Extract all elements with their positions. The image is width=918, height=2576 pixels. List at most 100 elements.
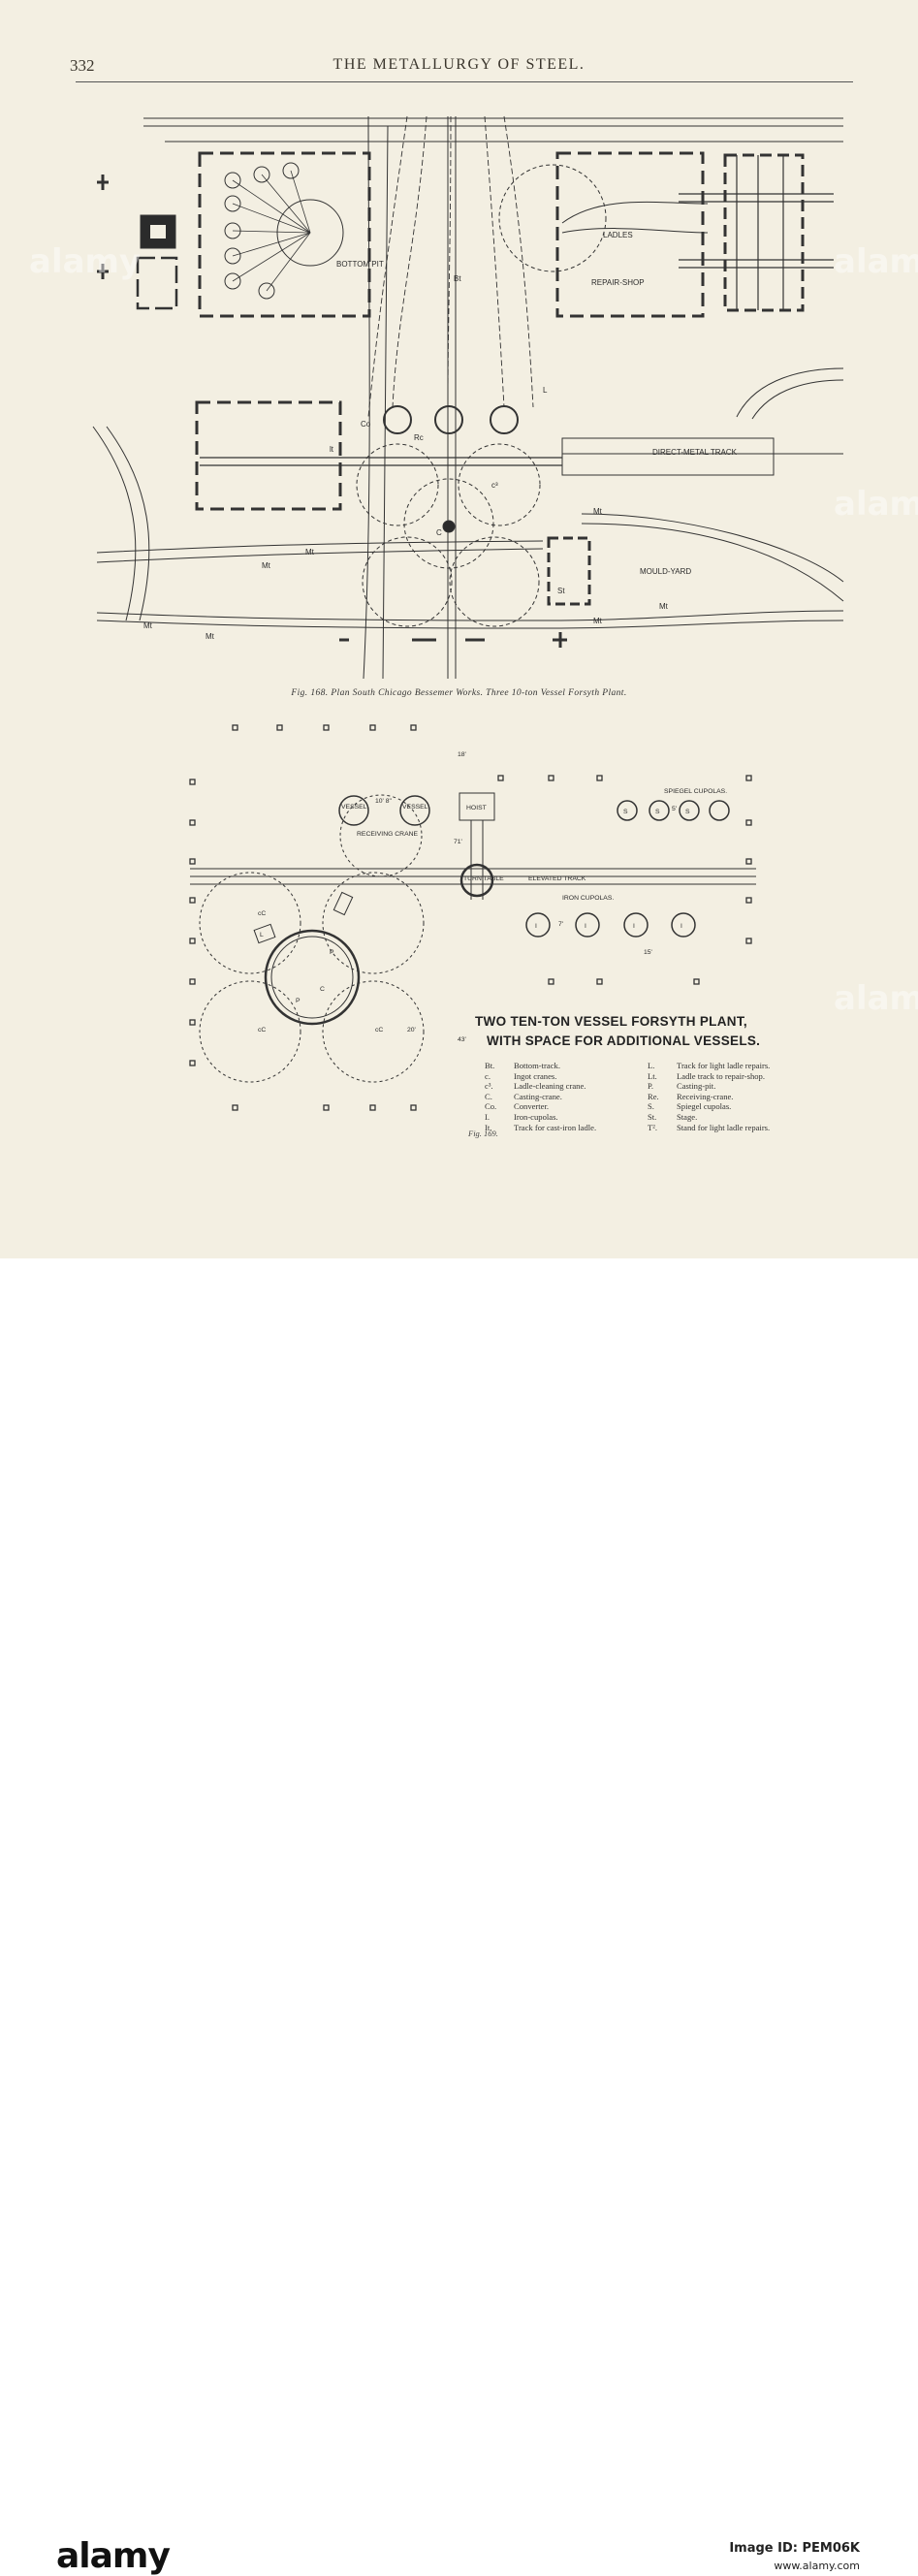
watermark-right-top: alamy [834,242,918,281]
engineering-drawing: BOTTOM PIT LADLES REPAIR-SHOP DIRECT-MET… [92,115,844,1111]
label-bottom-pit: BOTTOM PIT [336,260,384,269]
watermark-left-top: alamy [29,242,142,281]
label-l: L [260,932,264,938]
label-dim-5: 5' [672,806,677,812]
legend-abbr: Lt. [648,1070,657,1081]
legend-item: c. Ingot cranes. [485,1071,596,1082]
label-ladles: LADLES [603,231,633,239]
legend-abbr: It. [485,1122,492,1132]
label-mould-yard: MOULD-YARD [640,567,691,576]
label-dim-71: 71' [454,839,462,845]
label-mt-4: Mt [206,632,215,641]
fig169-plan [189,724,756,1111]
legend-text: Ingot cranes. [514,1070,557,1081]
legend-abbr: c³. [485,1081,493,1092]
legend-text: Spiegel cupolas. [677,1101,732,1112]
label-i-1: I [535,923,537,930]
legend-item: Bt. Bottom-track. [485,1061,596,1071]
label-c-cap: C [436,528,442,537]
label-hoist: HOIST [466,805,487,811]
label-mt-7: Mt [659,602,669,611]
legend-abbr: St. [648,1111,657,1122]
fig168-plan [92,115,844,680]
label-p-1: P [330,949,334,956]
legend-abbr: I. [485,1111,491,1122]
label-dim-7: 7' [558,921,563,928]
header-rule [76,81,853,82]
label-dim-43: 43' [458,1036,466,1043]
legend-left-column: Bt. Bottom-track. c. Ingot cranes. c³. Ladle-… [485,1061,596,1132]
legend-item: Re. Receiving-crane. [648,1092,770,1102]
legend-item: C.Casting-crane. [485,1092,596,1102]
scanned-page: 332 THE METALLURGY OF STEEL. [0,0,918,1258]
legend-abbr: P. [648,1081,653,1092]
label-dim-18: 18' [458,751,466,758]
legend-item: Lt. Ladle track to repair-shop. [648,1071,770,1082]
legend-item: Co. Converter. [485,1101,596,1112]
stock-footer: alamy Image ID: PEM06K www.alamy.com [0,1258,918,2576]
legend-text: Iron-cupolas. [514,1111,558,1122]
fig169-title: TWO TEN-TON VESSEL FORSYTH PLANT, WITH S… [475,1012,760,1051]
legend-text: Casting-pit. [677,1081,716,1092]
fig169-title-line2: WITH SPACE FOR ADDITIONAL VESSELS. [487,1034,761,1048]
footer-url: www.alamy.com [774,2560,860,2572]
legend-item: L.Track for light ladle repairs. [648,1061,770,1071]
label-spiegel-cupolas: SPIEGEL CUPOLAS. [664,788,727,795]
page-number: 332 [70,56,95,75]
legend-item: I. Iron-cupolas. [485,1112,596,1123]
label-mt-1: Mt [262,561,271,570]
alamy-logo: alamy [56,2536,171,2576]
label-vessel-spacing: 10' 8" [375,798,393,805]
legend-text: Stage. [677,1111,698,1122]
legend-text: Ladle track to repair-shop. [677,1070,765,1081]
legend-abbr: T². [648,1122,657,1132]
legend-item: It.Track for cast-iron ladle. [485,1123,596,1133]
label-vessel-2: VESSEL [402,804,428,811]
label-i-4: I [681,923,682,930]
label-receiving-crane: RECEIVING CRANE [357,831,419,838]
label-cc-2: cC [258,1027,266,1034]
label-co: Co [361,420,371,429]
watermark-right-middle: alamy [834,485,918,524]
label-repair-shop: REPAIR-SHOP [591,278,645,287]
image-id-block: Image ID: PEM06K www.alamy.com [729,2540,860,2575]
label-s-2: S [655,809,660,815]
label-elevated-track: ELEVATED TRACK [528,875,586,882]
label-vessel-1: VESSEL [341,804,367,811]
label-mt-3: Mt [143,621,153,630]
legend-item: c³. Ladle-cleaning crane. [485,1081,596,1092]
legend-right-column: L.Track for light ladle repairs.Lt. Ladle… [648,1061,770,1132]
legend-abbr: C. [485,1091,492,1101]
label-dim-20: 20' [407,1027,416,1034]
legend-item: S. Spiegel cupolas. [648,1101,770,1112]
label-iron-cupolas: IRON CUPOLAS. [562,895,614,902]
label-mt-5: Mt [593,507,603,516]
label-dim-15: 15' [644,949,652,956]
legend-abbr: S. [648,1101,654,1112]
legend-text: Receiving-crane. [677,1091,734,1101]
legend-abbr: L. [648,1061,655,1070]
fig168-caption: Fig. 168. Plan South Chicago Bessemer Wo… [291,688,627,698]
label-cc-3: cC [375,1027,383,1034]
legend-abbr: Re. [648,1091,659,1101]
legend-abbr: c. [485,1070,491,1081]
watermark-right-bottom: alamy [834,979,918,1018]
legend-text: Ladle-cleaning crane. [514,1081,586,1092]
legend-item: St. Stage. [648,1112,770,1123]
label-i-3: I [633,923,635,930]
image-id: Image ID: PEM06K [729,2541,860,2556]
label-rc: Rc [414,433,424,442]
label-c3: c³ [491,481,498,490]
fig169-title-line1: TWO TEN-TON VESSEL FORSYTH PLANT, [475,1014,747,1029]
label-mt-2: Mt [305,548,315,557]
label-i-2: I [585,923,586,930]
legend-abbr: Bt. [485,1061,495,1070]
label-bt: Bt [454,274,461,283]
legend-abbr: Co. [485,1101,497,1112]
label-s-1: S [623,809,628,815]
label-cc-1: cC [258,910,266,917]
label-turn-table: TURN TABLE [463,875,504,882]
legend-text: Bottom-track. [514,1061,560,1070]
label-c-cap: C [320,986,325,993]
legend-text: Converter. [514,1101,550,1112]
